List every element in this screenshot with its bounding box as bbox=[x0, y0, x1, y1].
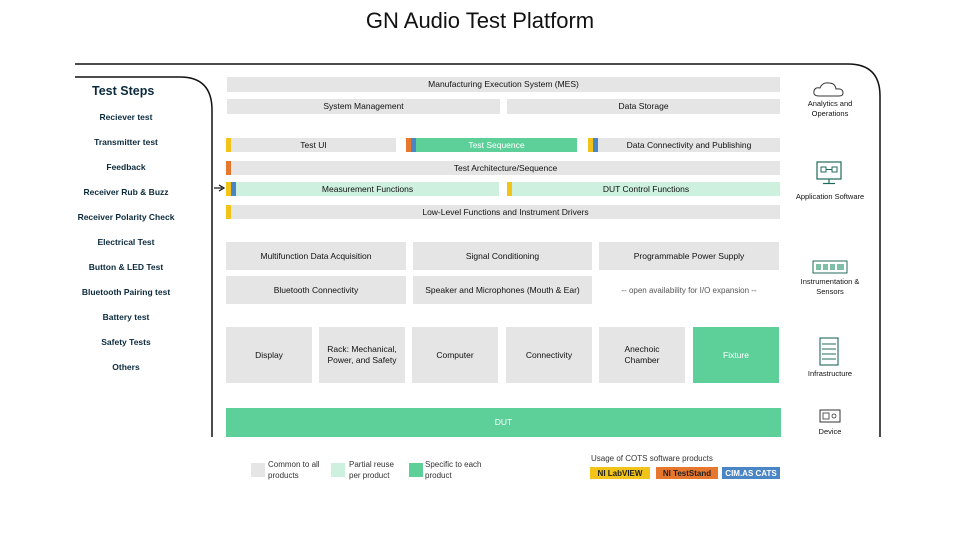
test-sequence-box: Test Sequence bbox=[416, 138, 577, 152]
instrumentation-label: Instrumentation & Sensors bbox=[800, 277, 860, 296]
device-label: Device bbox=[818, 427, 842, 436]
cats-marker bbox=[411, 138, 416, 152]
connectivity-box: Connectivity bbox=[506, 327, 592, 383]
teststand-marker bbox=[226, 161, 231, 175]
mes-box: Manufacturing Execution System (MES) bbox=[227, 77, 780, 92]
fixture-box: Fixture bbox=[693, 327, 779, 383]
test-step-item: Safety Tests bbox=[101, 337, 151, 347]
io-expansion-note: -- open availability for I/O expansion -… bbox=[621, 286, 757, 295]
power-supply-box: Programmable Power Supply bbox=[599, 242, 779, 270]
test-step-item: Button & LED Test bbox=[88, 262, 164, 272]
legend-partial-label: Partial reuse per product bbox=[349, 460, 394, 480]
teststand-marker bbox=[406, 138, 411, 152]
speaker-mic-box: Speaker and Microphones (Mouth & Ear) bbox=[413, 276, 592, 304]
test-ui-box: Test UI bbox=[231, 138, 396, 152]
legend-common-label: Common to all products bbox=[268, 460, 320, 480]
arrow-icon bbox=[214, 184, 226, 192]
multifunction-daq-box: Multifunction Data Acquisition bbox=[226, 242, 406, 270]
labview-marker bbox=[588, 138, 593, 152]
test-steps-heading: Test Steps bbox=[92, 84, 155, 98]
test-step-item: Battery test bbox=[102, 312, 150, 322]
low-level-box: Low-Level Functions and Instrument Drive… bbox=[231, 205, 780, 219]
test-step-item: Others bbox=[112, 362, 140, 372]
page-title: GN Audio Test Platform bbox=[365, 8, 595, 33]
labview-marker bbox=[226, 182, 231, 196]
rack-box: Rack: Mechanical, Power, and Safety bbox=[319, 327, 405, 383]
dut-control-box: DUT Control Functions bbox=[512, 182, 780, 196]
data-storage-box: Data Storage bbox=[507, 99, 780, 114]
computer-box: Computer bbox=[412, 327, 498, 383]
display-box: Display bbox=[226, 327, 312, 383]
labview-marker bbox=[226, 205, 231, 219]
infrastructure-label: Infrastructure bbox=[807, 369, 853, 378]
measurement-functions-box: Measurement Functions bbox=[236, 182, 499, 196]
device-icon bbox=[819, 409, 841, 423]
cots-title: Usage of COTS software products bbox=[591, 454, 713, 463]
cloud-icon bbox=[813, 82, 844, 97]
application-software-label: Application Software bbox=[795, 192, 865, 201]
legend-swatch-specific bbox=[409, 463, 423, 477]
server-rack-icon bbox=[819, 337, 839, 366]
system-management-box: System Management bbox=[227, 99, 500, 114]
analytics-label: Analytics and Operations bbox=[807, 99, 853, 118]
cats-marker bbox=[231, 182, 236, 196]
test-step-item: Feedback bbox=[106, 162, 146, 172]
test-architecture-box: Test Architecture/Sequence bbox=[231, 161, 780, 175]
cats-marker bbox=[593, 138, 598, 152]
test-step-item: Receiver Rub & Buzz bbox=[83, 187, 169, 197]
dut-box: DUT bbox=[226, 408, 781, 437]
labview-marker bbox=[507, 182, 512, 196]
test-step-item: Reciever test bbox=[99, 112, 153, 122]
data-connectivity-box: Data Connectivity and Publishing bbox=[598, 138, 780, 152]
labview-marker bbox=[226, 138, 231, 152]
test-step-item: Receiver Polarity Check bbox=[77, 212, 175, 222]
monitor-icon bbox=[816, 161, 842, 185]
legend-specific-label: Specific to each product bbox=[425, 460, 482, 480]
instrument-rack-icon bbox=[812, 260, 848, 274]
bluetooth-box: Bluetooth Connectivity bbox=[226, 276, 406, 304]
test-step-item: Transmitter test bbox=[94, 137, 158, 147]
badge-teststand: NI TestStand bbox=[656, 467, 718, 479]
anechoic-chamber-box: Anechoic Chamber bbox=[599, 327, 685, 383]
legend-swatch-partial bbox=[331, 463, 345, 477]
test-step-item: Bluetooth Pairing test bbox=[81, 287, 171, 297]
test-step-item: Electrical Test bbox=[97, 237, 155, 247]
badge-cats: CIM.AS CATS bbox=[722, 467, 780, 479]
badge-labview: NI LabVIEW bbox=[590, 467, 650, 479]
signal-conditioning-box: Signal Conditioning bbox=[413, 242, 592, 270]
legend-swatch-common bbox=[251, 463, 265, 477]
